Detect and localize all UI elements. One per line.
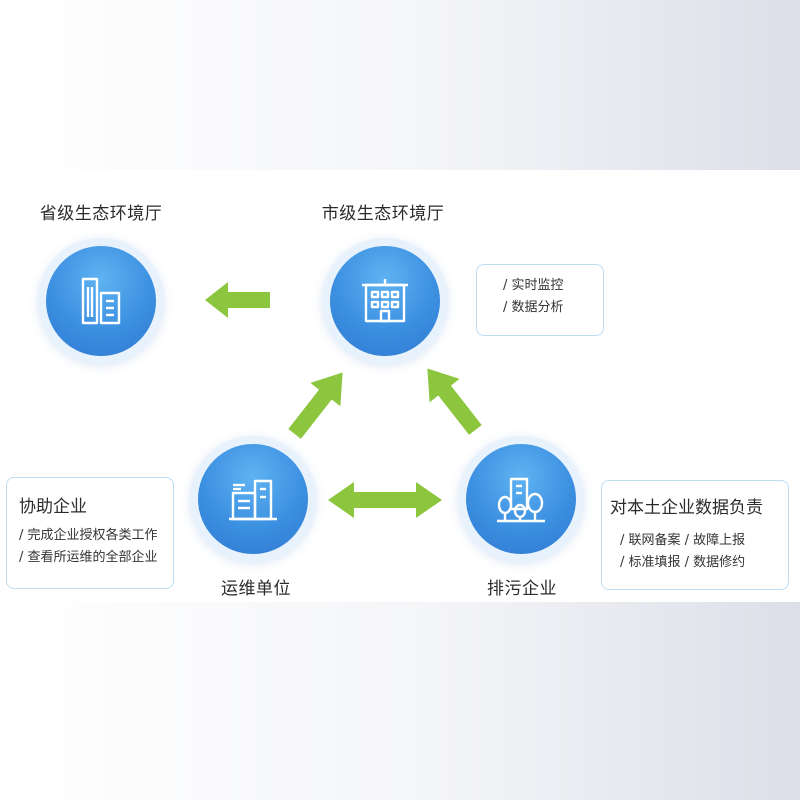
city-info-line: / 实时监控 (503, 278, 564, 293)
buildings-trees-icon (497, 477, 545, 523)
arrow-city-to-province (205, 282, 270, 318)
enterprise-node (458, 436, 584, 562)
arrow-ops-enterprise-bidirectional (328, 482, 442, 518)
enterprise-info-title: 对本土企业数据负责 (610, 498, 763, 518)
company-building-icon (229, 479, 277, 521)
background-bottom (0, 602, 800, 800)
ops-title: 运维单位 (221, 579, 291, 599)
ops-info-line: / 查看所运维的全部企业 (19, 550, 158, 565)
tall-building-icon (81, 277, 121, 325)
office-building-icon (362, 279, 408, 323)
province-title: 省级生态环境厅 (39, 204, 163, 224)
ops-node (190, 436, 316, 562)
city-title: 市级生态环境厅 (321, 204, 445, 224)
enterprise-info-line: / 标准填报 / 数据修约 (620, 555, 746, 570)
city-node (322, 238, 448, 364)
enterprise-title: 排污企业 (487, 579, 557, 599)
enterprise-info-box: 对本土企业数据负责 / 联网备案 / 故障上报 / 标准填报 / 数据修约 (601, 480, 789, 590)
ops-info-box: 协助企业 / 完成企业授权各类工作 / 查看所运维的全部企业 (6, 477, 174, 589)
arrow-ops-to-city (288, 372, 343, 439)
ops-info-line: / 完成企业授权各类工作 (19, 528, 158, 543)
arrow-enterprise-to-city (427, 368, 482, 435)
city-info-line: / 数据分析 (503, 300, 564, 315)
enterprise-info-line: / 联网备案 / 故障上报 (620, 533, 746, 548)
ops-info-title: 协助企业 (19, 497, 87, 517)
province-node (38, 238, 164, 364)
city-info-box: / 实时监控 / 数据分析 (476, 264, 604, 336)
background-top (0, 0, 800, 170)
